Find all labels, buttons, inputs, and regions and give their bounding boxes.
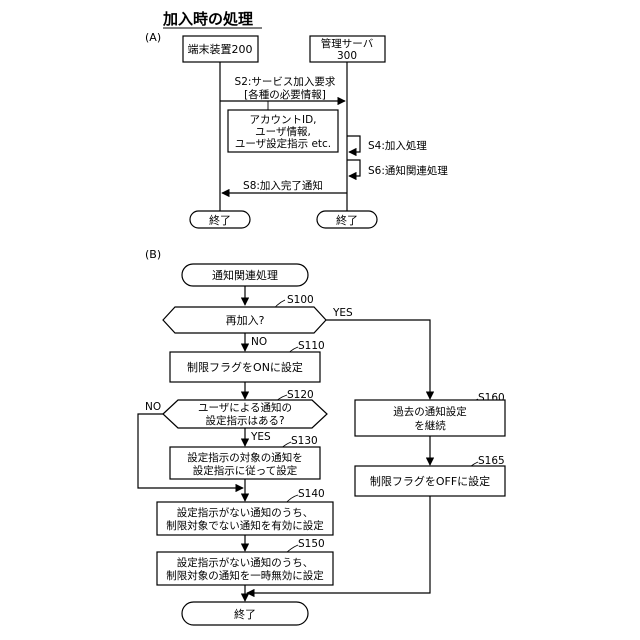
s4-loop	[347, 136, 360, 152]
s150-step: S150	[298, 538, 325, 550]
start-label: 通知関連処理	[212, 268, 278, 282]
s4-label: S4:加入処理	[368, 139, 427, 152]
s140-line1: 設定指示がない通知のうち、	[177, 506, 314, 519]
s110-step: S110	[298, 340, 325, 352]
server-label-line2: 300	[337, 50, 357, 62]
end-label: 終了	[234, 607, 256, 621]
s8-label: S8:加入完了通知	[243, 179, 323, 192]
s130-line2: 設定指示に従って設定	[193, 464, 298, 477]
s130-line1: 設定指示の対象の通知を	[187, 451, 303, 464]
s160-line2: を継続	[414, 419, 446, 432]
info-line2: ユーザ情報,	[255, 125, 311, 138]
end-server-label: 終了	[336, 213, 358, 227]
yes2-label: YES	[250, 431, 271, 443]
diagram-title: 加入時の処理	[162, 10, 253, 28]
s6-label: S6:通知関連処理	[368, 164, 448, 177]
terminal-label: 端末装置200	[188, 42, 253, 56]
user-instruction-line2: 設定指示はある?	[205, 414, 284, 427]
user-instruction-line1: ユーザによる通知の	[198, 401, 292, 414]
s6-loop	[347, 160, 360, 176]
set-off-label: 制限フラグをOFFに設定	[370, 474, 490, 488]
s100-step: S100	[287, 294, 314, 306]
part-a-label: (A)	[145, 31, 161, 44]
no2-label: NO	[145, 401, 161, 413]
yes1-label: YES	[332, 307, 353, 319]
s150-line2: 制限対象の通知を一時無効に設定	[166, 569, 324, 582]
s130-step: S130	[291, 435, 318, 447]
s165-step: S165	[478, 455, 505, 467]
info-line3: ユーザ設定指示 etc.	[235, 137, 331, 150]
s140-line2: 制限対象でない通知を有効に設定	[166, 519, 324, 532]
s120-step: S120	[287, 389, 314, 401]
s160-line1: 過去の通知設定	[393, 405, 467, 418]
set-on-label: 制限フラグをONに設定	[187, 360, 303, 374]
end-terminal-label: 終了	[209, 213, 231, 227]
server-label-line1: 管理サーバ	[321, 37, 374, 50]
yes1-arrow	[326, 320, 430, 399]
s150-line1: 設定指示がない通知のうち、	[177, 556, 314, 569]
info-line1: アカウントID,	[249, 114, 316, 126]
s140-step: S140	[298, 488, 325, 500]
no1-label: NO	[251, 336, 267, 348]
rejoin-question: 再加入?	[226, 314, 265, 327]
s2-label-line1: S2:サービス加入要求	[235, 76, 336, 88]
part-b-label: (B)	[145, 248, 161, 261]
s2-label-line2: [各種の必要情報]	[244, 88, 326, 101]
